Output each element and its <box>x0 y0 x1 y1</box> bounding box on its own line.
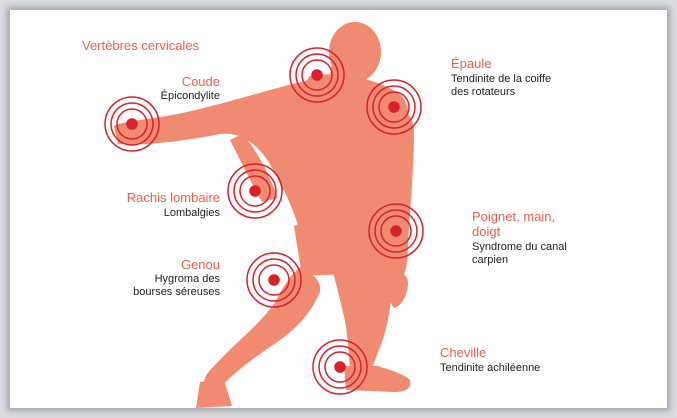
shoulder-title: Épaule <box>451 57 491 71</box>
cervical-title: Vertèbres cervicales <box>82 39 199 53</box>
wrist-title-line2: doigt <box>472 225 500 239</box>
wrist-title-line1: Poignet, main, <box>472 210 555 224</box>
elbow-condition: Épicondylite <box>82 90 220 102</box>
wrist-condition-line2: carpien <box>472 254 508 266</box>
shoulder-condition-line1: Tendinite de la coiffe <box>451 73 551 85</box>
wrist-condition-line1: Syndrome du canal <box>472 241 567 253</box>
lumbar-title: Rachis lombaire <box>20 191 220 205</box>
ankle-title: Cheville <box>440 346 486 360</box>
elbow-title: Coude <box>128 75 220 89</box>
knee-condition-line1: Hygroma des <box>50 273 220 285</box>
diagram-card: Vertèbres cervicales Coude Épicondylite … <box>10 10 667 408</box>
shoulder-condition-line2: des rotateurs <box>451 86 515 98</box>
lumbar-condition: Lombalgies <box>20 207 220 219</box>
knee-condition-line2: bourses séreuses <box>50 286 220 298</box>
knee-title: Genou <box>128 258 220 272</box>
ankle-condition: Tendinite achiléenne <box>440 362 540 374</box>
